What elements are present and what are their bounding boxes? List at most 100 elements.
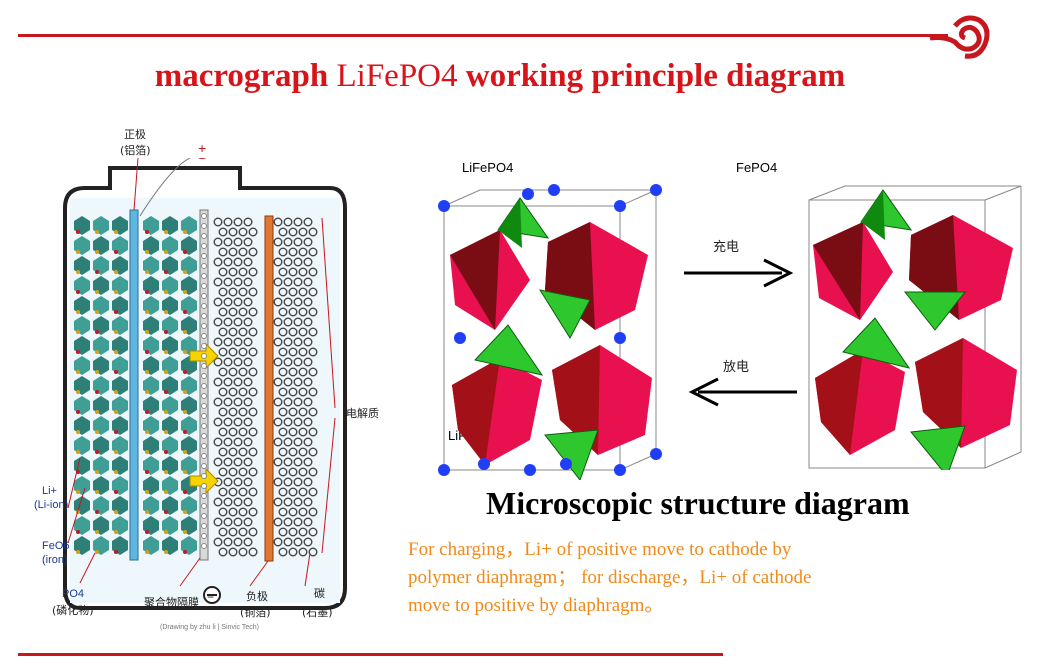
graphite-ring: [273, 377, 283, 387]
graphite-ring: [273, 477, 283, 487]
graphite-ring: [283, 277, 293, 287]
ion-dot: [145, 290, 149, 294]
graphite-ring: [298, 407, 308, 417]
graphite-ring: [213, 337, 223, 347]
graphite-ring: [278, 307, 288, 317]
separator-pore: [201, 363, 207, 369]
graphite-ring: [218, 547, 228, 557]
graphite-ring: [273, 297, 283, 307]
graphite-ring: [228, 407, 238, 417]
charge-arrow-icon: [684, 258, 794, 288]
li-atom: [478, 458, 490, 470]
graphite-ring: [293, 217, 303, 227]
graphite-ring: [228, 487, 238, 497]
graphite-ring: [233, 237, 243, 247]
graphite-ring: [223, 537, 233, 547]
graphite-ring: [308, 487, 318, 497]
graphite-ring: [213, 457, 223, 467]
graphite-ring: [293, 297, 303, 307]
graphite-ring: [243, 457, 253, 467]
ion-dot: [145, 230, 149, 234]
ion-dot: [76, 490, 80, 494]
graphite-ring: [248, 507, 258, 517]
graphite-ring: [218, 387, 228, 397]
graphite-ring: [223, 217, 233, 227]
graphite-ring: [243, 397, 253, 407]
graphite-ring: [233, 357, 243, 367]
ion-dot: [164, 470, 168, 474]
graphite-ring: [248, 407, 258, 417]
iron-label: FeO6: [42, 540, 70, 552]
li-ion-label: Li+: [42, 485, 57, 497]
graphite-ring: [298, 547, 308, 557]
ion-dot: [183, 550, 187, 554]
electrolyte-label: 电解质: [346, 407, 379, 420]
ion-dot: [164, 390, 168, 394]
po4-tetrahedron: [903, 291, 967, 331]
graphite-ring: [278, 547, 288, 557]
graphite-ring: [248, 367, 258, 377]
li-atom: [438, 464, 450, 476]
graphite-ring: [223, 297, 233, 307]
graphite-ring: [238, 467, 248, 477]
graphite-ring: [243, 377, 253, 387]
graphite-ring: [283, 237, 293, 247]
graphite-ring: [218, 447, 228, 457]
ion-dot: [183, 470, 187, 474]
graphite-ring: [223, 337, 233, 347]
ion-dot: [145, 330, 149, 334]
graphite-ring: [293, 337, 303, 347]
micro-structure-title: Microscopic structure diagram: [486, 485, 910, 521]
graphite-ring: [213, 537, 223, 547]
charge-label: 充电: [713, 240, 740, 255]
graphite-ring: [218, 307, 228, 317]
graphite-ring: [228, 327, 238, 337]
ion-dot: [164, 330, 168, 334]
graphite-ring: [213, 277, 223, 287]
ion-dot: [183, 390, 187, 394]
scroll-ornament-icon: [929, 15, 990, 59]
graphite-ring: [228, 527, 238, 537]
graphite-ring: [218, 427, 228, 437]
separator-pore: [201, 333, 207, 339]
po4-tetrahedron: [474, 324, 544, 376]
ion-dot: [145, 530, 149, 534]
graphite-ring: [278, 407, 288, 417]
graphite-ring: [298, 367, 308, 377]
graphite-ring: [278, 447, 288, 457]
graphite-ring: [308, 447, 318, 457]
graphite-ring: [303, 377, 313, 387]
graphite-ring: [248, 327, 258, 337]
graphite-ring: [273, 357, 283, 367]
credit-text: (Drawing by zhu li | Sinvic Tech): [160, 624, 259, 631]
ion-dot: [164, 250, 168, 254]
graphite-ring: [223, 257, 233, 267]
ion-dot: [114, 550, 118, 554]
graphite-ring: [213, 517, 223, 527]
separator-pore: [201, 453, 207, 459]
graphite-ring: [218, 367, 228, 377]
ion-dot: [114, 230, 118, 234]
graphite-ring: [293, 437, 303, 447]
graphite-ring: [233, 477, 243, 487]
graphite-ring: [308, 227, 318, 237]
graphite-ring: [278, 507, 288, 517]
graphite-ring: [293, 537, 303, 547]
separator-pore: [201, 273, 207, 279]
plus-sign: +: [198, 140, 207, 156]
graphite-ring: [238, 307, 248, 317]
graphite-ring: [248, 307, 258, 317]
graphite-ring: [248, 347, 258, 357]
ion-dot: [183, 350, 187, 354]
graphite-ring: [238, 527, 248, 537]
graphite-ring: [278, 347, 288, 357]
graphite-ring: [303, 397, 313, 407]
graphite-ring: [248, 267, 258, 277]
graphite-ring: [303, 417, 313, 427]
separator-pore: [201, 493, 207, 499]
minus-sign: −: [207, 590, 215, 604]
graphite-ring: [298, 307, 308, 317]
graphite-ring: [283, 257, 293, 267]
graphite-ring: [238, 487, 248, 497]
graphite-ring: [228, 467, 238, 477]
